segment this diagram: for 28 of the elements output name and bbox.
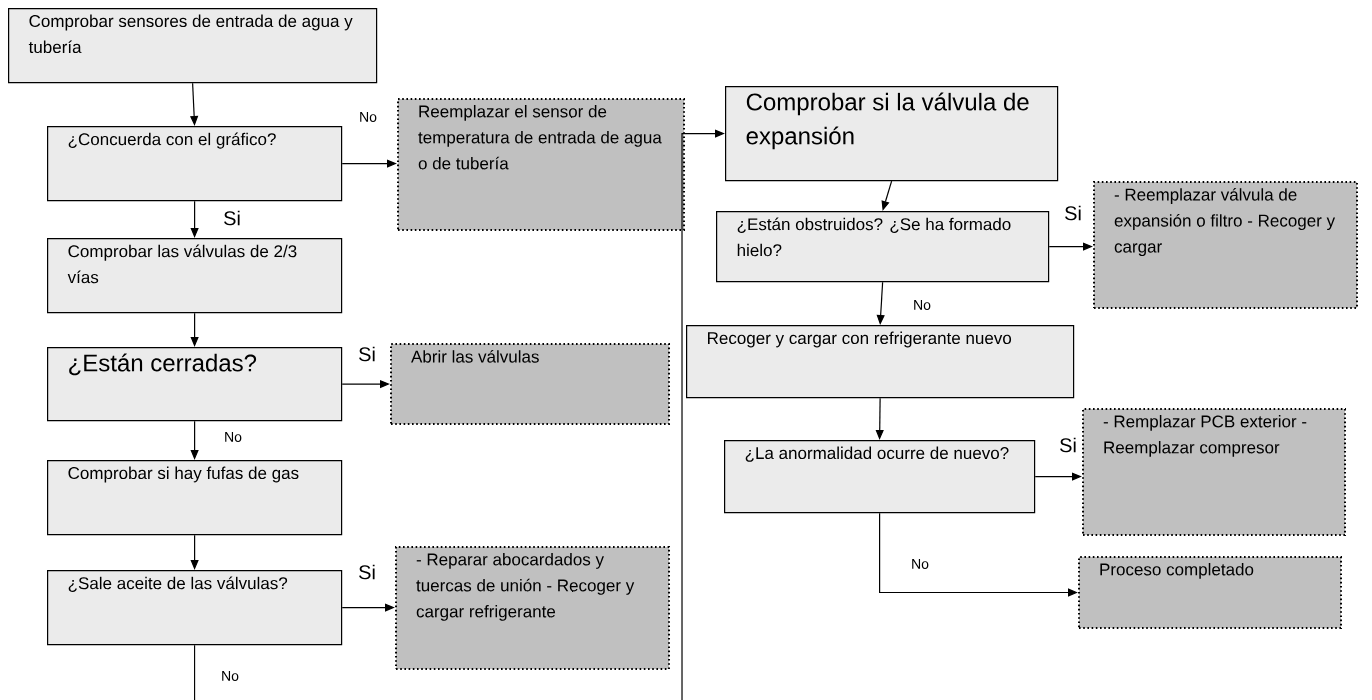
edge-label: No (360, 112, 377, 122)
action-box: Proceso completado (1078, 556, 1342, 629)
edge-label: Si (1060, 437, 1076, 453)
connector-line (194, 644, 196, 700)
process-box: Comprobar si la válvula de expansión (725, 86, 1059, 182)
question-box: ¿Están cerradas? (47, 347, 343, 422)
action-box: - Reemplazar válvula de expansión o filtro - Recoger y cargar (1093, 181, 1358, 309)
question-box: ¿Están obstruidos? ¿Se ha formado hielo? (716, 211, 1050, 283)
arrow (881, 180, 893, 211)
process-box: Comprobar las válvulas de 2/3 vías (47, 238, 343, 314)
edge-label: Si (359, 564, 375, 580)
process-box: Comprobar sensores de entrada de agua y tubería (8, 8, 378, 84)
question-box: ¿Concuerda con el gráfico? (47, 126, 343, 202)
action-box: - Reparar abocardados y tuercas de unión - Recoger y cargar refrigerante (395, 546, 670, 670)
edge-label: No (912, 559, 929, 569)
action-box: - Remplazar PCB exterior - Reemplazar compresor (1082, 408, 1346, 536)
action-box: Reemplazar el sensor de temperatura de entrada de agua o de tubería (397, 98, 685, 231)
edge-label: No (225, 432, 242, 442)
edge-label: No (914, 300, 931, 310)
question-box: ¿La anormalidad ocurre de nuevo? (724, 440, 1036, 514)
question-box: ¿Sale aceite de las válvulas? (47, 570, 343, 646)
edge-label: Si (359, 346, 375, 362)
edge-label: Si (1065, 205, 1081, 221)
action-box: Abrir las válvulas (390, 343, 670, 425)
process-box: Recoger y cargar con refrigerante nuevo (686, 325, 1075, 399)
edge-label: Si (224, 210, 240, 226)
process-box: Comprobar si hay fufas de gas (47, 460, 343, 536)
edge-label: No (222, 671, 239, 681)
